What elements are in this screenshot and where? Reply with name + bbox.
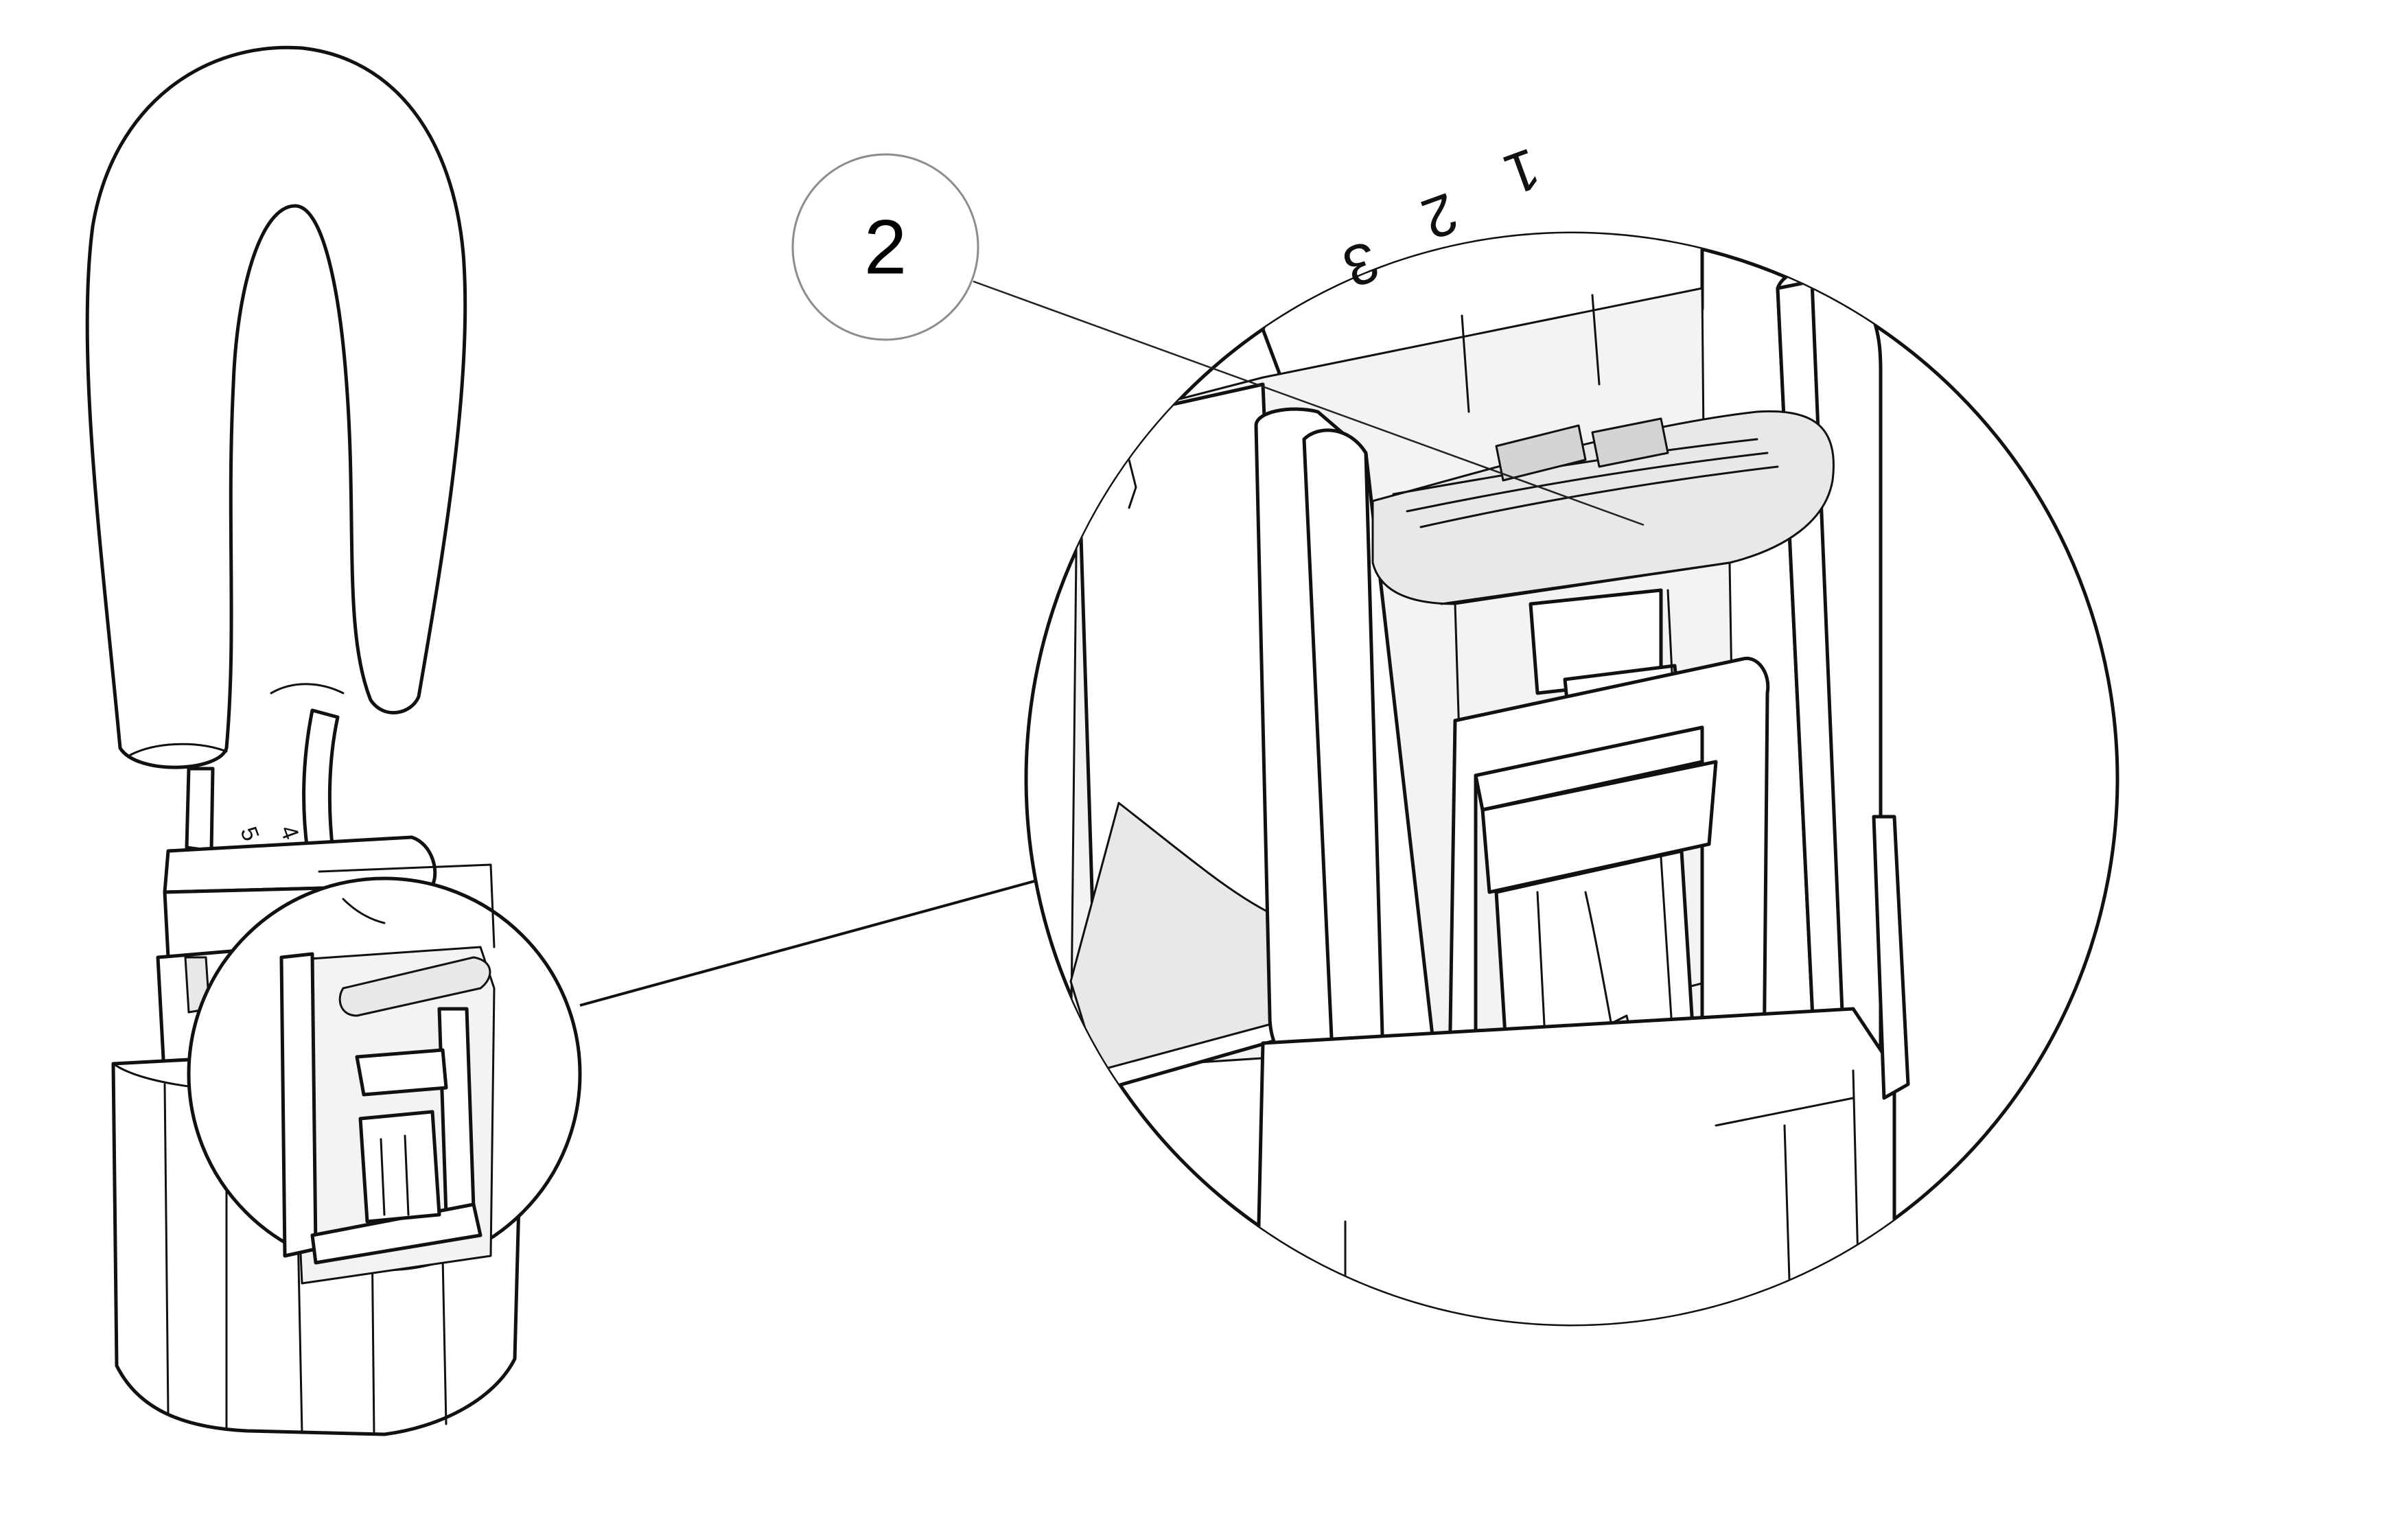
callout-label: 2 (864, 205, 907, 290)
detail-view: 1 2 3 (1024, 136, 2119, 1327)
overview-assembly: 1 2 3 4 5 (85, 45, 1058, 1436)
overview-pin-5: 5 (235, 824, 264, 845)
magnifier-leader-line (579, 874, 1058, 1007)
overview-magnifier (187, 863, 582, 1285)
overview-pin-4: 4 (275, 822, 303, 843)
detail-pin-2: 2 (1414, 180, 1466, 252)
detail-pin-1: 1 (1496, 136, 1548, 207)
cable-loop (85, 45, 467, 769)
callout-circle (791, 153, 979, 341)
callout-2: 2 (791, 153, 1645, 526)
callout-leader-line (973, 280, 1645, 526)
